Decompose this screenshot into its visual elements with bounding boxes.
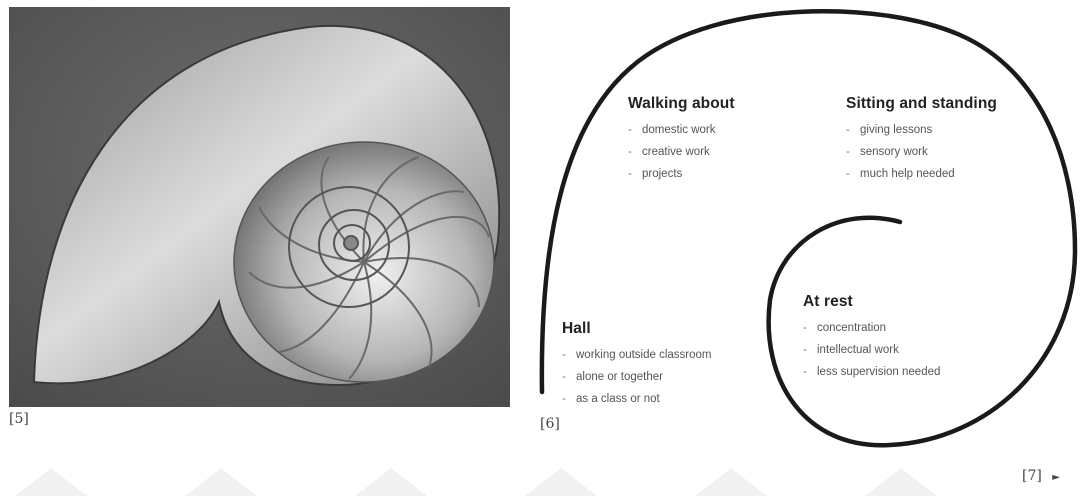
watermark-shape [15, 468, 87, 496]
list-item: as a class or not [562, 388, 712, 410]
group-title: Walking about [628, 95, 735, 113]
group-title: Sitting and standing [846, 95, 997, 113]
next-figure-link[interactable]: [7] ► [1022, 468, 1060, 484]
group-title: Hall [562, 320, 712, 338]
list-item: sensory work [846, 141, 997, 163]
arrow-right-icon: ► [1052, 472, 1060, 483]
nautilus-shell-illustration [9, 7, 510, 407]
list-item: working outside classroom [562, 344, 712, 366]
group-walking-about: Walking about domestic work creative wor… [628, 95, 735, 185]
list-item: projects [628, 163, 735, 185]
list-item: giving lessons [846, 119, 997, 141]
watermark-shape [525, 468, 597, 496]
spiral-diagram: Walking about domestic work creative wor… [520, 0, 1080, 460]
group-title: At rest [803, 293, 940, 311]
nautilus-shell-photo [9, 7, 510, 407]
watermark-shape [355, 468, 427, 496]
group-at-rest: At rest concentration intellectual work … [803, 293, 940, 383]
next-figure-label: [7] [1022, 468, 1042, 484]
group-sitting-and-standing: Sitting and standing giving lessons sens… [846, 95, 997, 185]
list-item: alone or together [562, 366, 712, 388]
list-item: creative work [628, 141, 735, 163]
watermark-shape [185, 468, 257, 496]
watermark-shape [865, 468, 937, 496]
list-item: much help needed [846, 163, 997, 185]
list-item: domestic work [628, 119, 735, 141]
photo-caption: [5] [9, 411, 29, 427]
list-item: less supervision needed [803, 361, 940, 383]
list-item: intellectual work [803, 339, 940, 361]
list-item: concentration [803, 317, 940, 339]
group-hall: Hall working outside classroom alone or … [562, 320, 712, 410]
diagram-caption: [6] [540, 416, 560, 432]
watermark-shape [695, 468, 767, 496]
